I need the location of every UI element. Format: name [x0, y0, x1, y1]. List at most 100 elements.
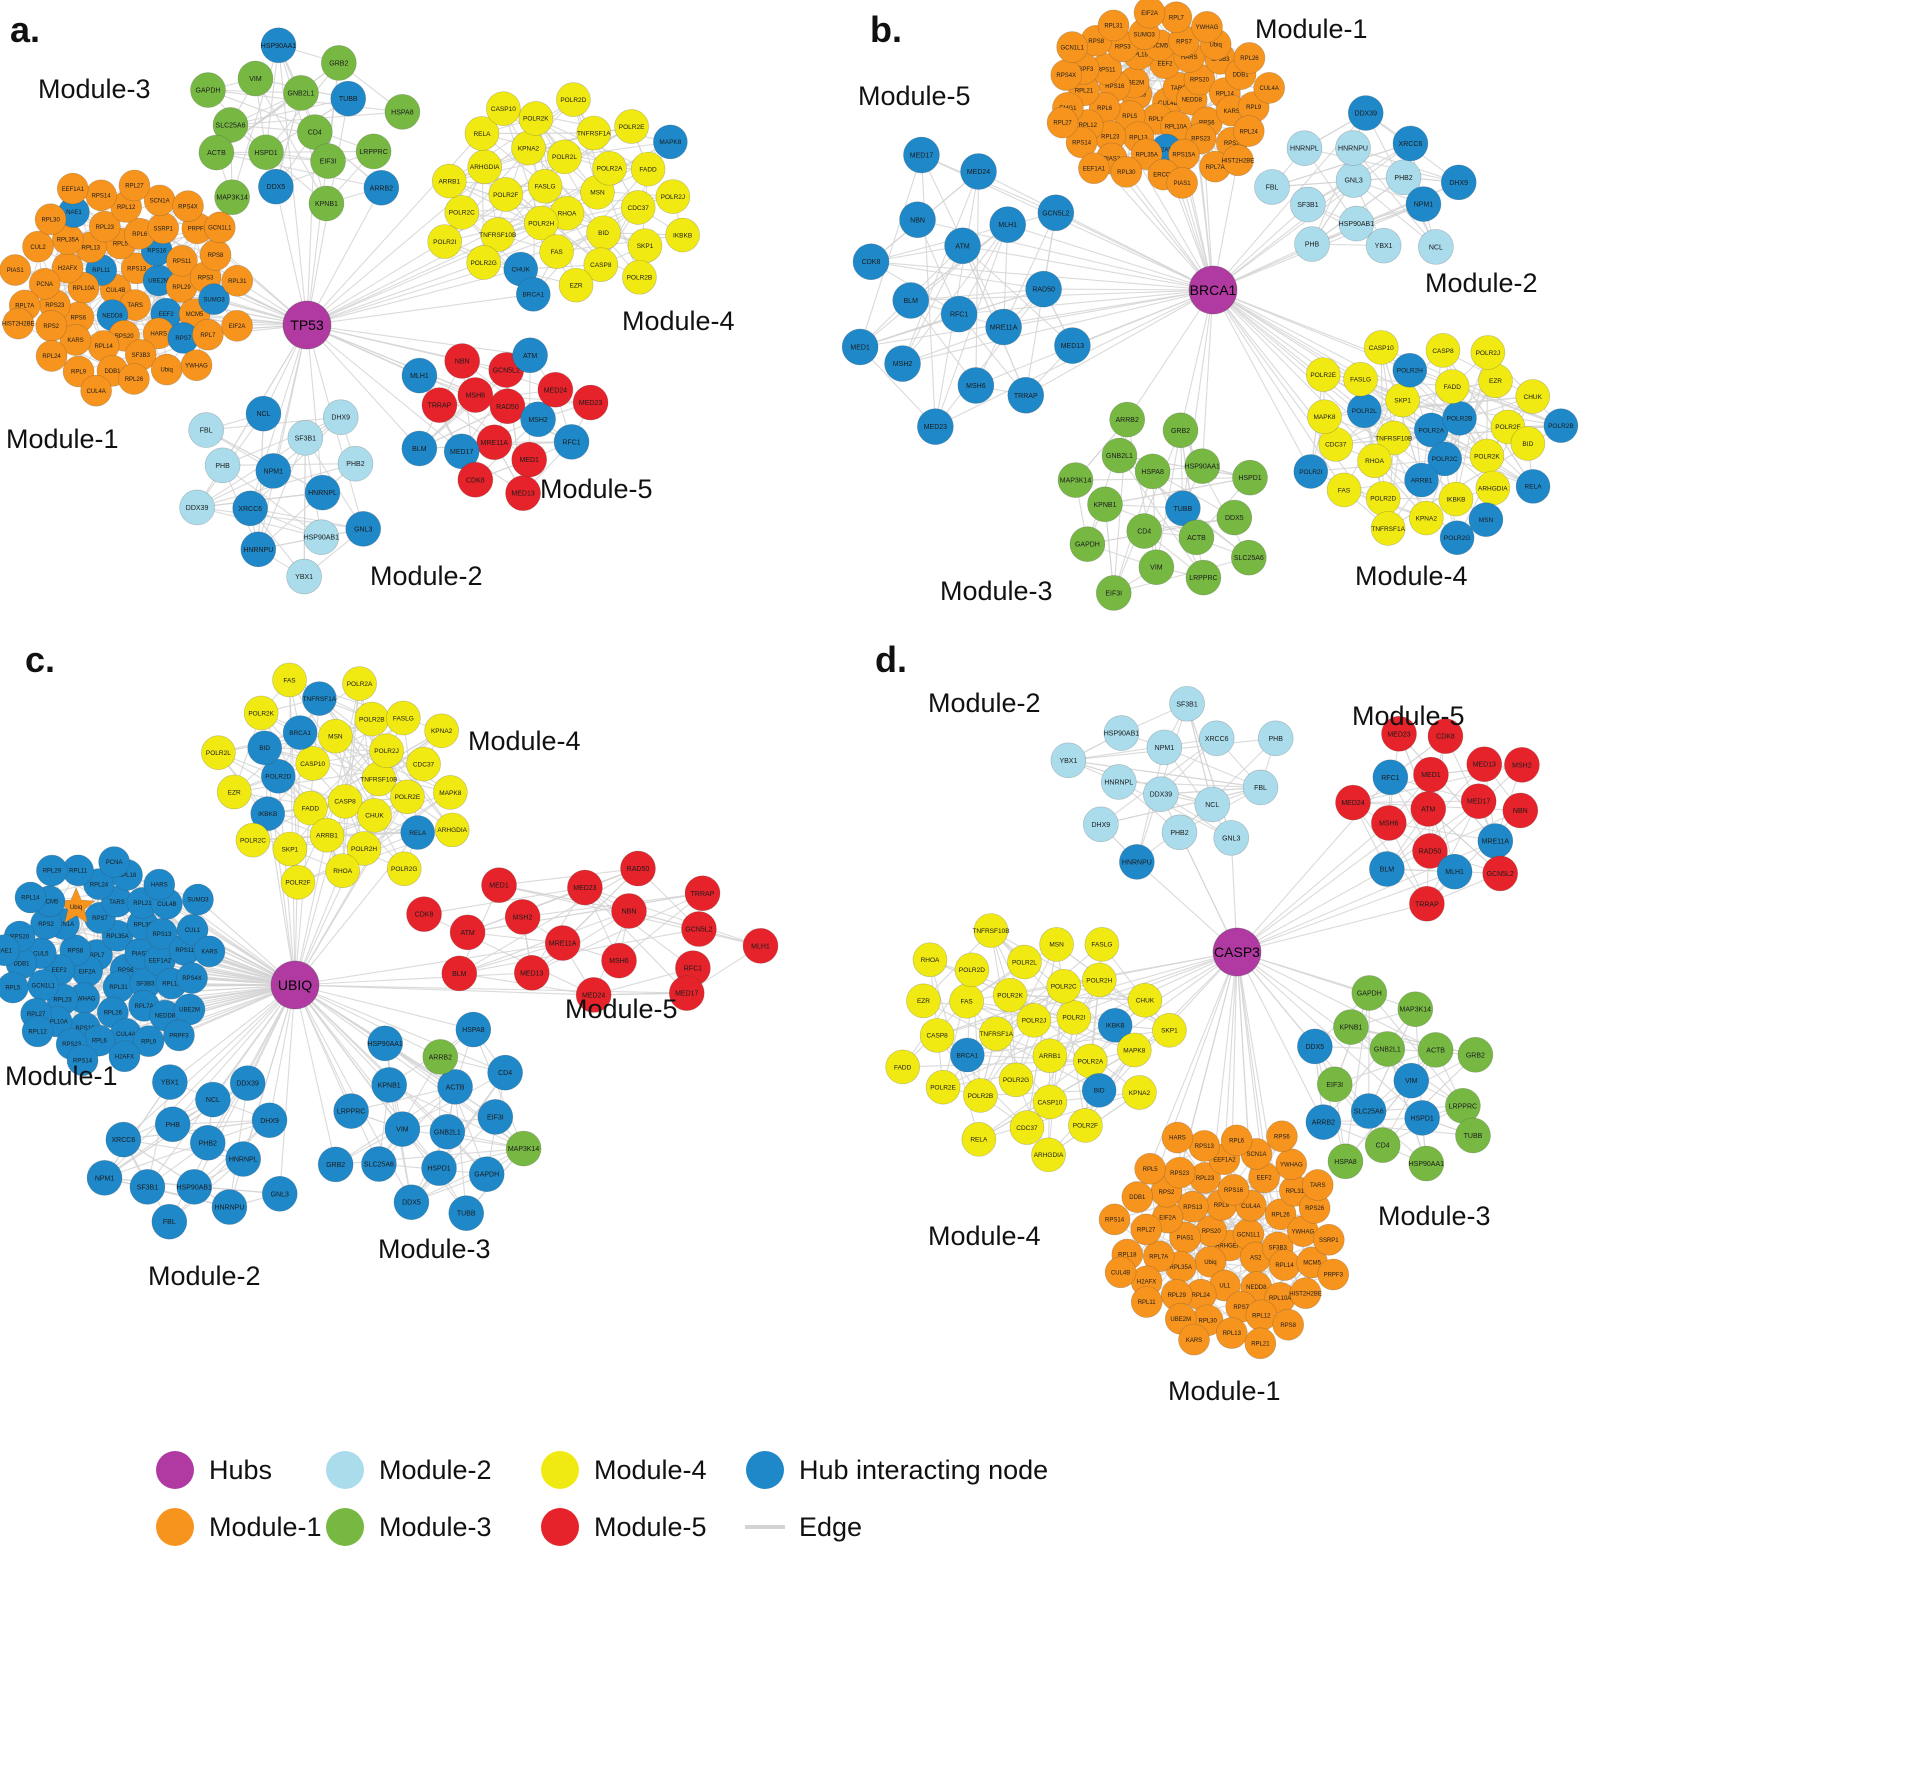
- node-MED24[interactable]: [575, 977, 612, 1013]
- node-VIM[interactable]: [1138, 549, 1175, 586]
- node-MSH6[interactable]: [601, 942, 637, 979]
- node-TUBB[interactable]: [1165, 490, 1201, 527]
- node-EEF1A1[interactable]: [56, 172, 89, 205]
- node-XRCC6[interactable]: [232, 490, 268, 527]
- node-NBN[interactable]: [1502, 792, 1539, 829]
- node-RFC1[interactable]: [940, 295, 978, 333]
- node-MED24[interactable]: [537, 371, 574, 408]
- node-HSP90AA1[interactable]: [367, 1025, 403, 1062]
- node-RELA[interactable]: [464, 116, 500, 151]
- node-EZR[interactable]: [558, 267, 594, 303]
- node-IKBKB[interactable]: [665, 217, 700, 253]
- node-GNB2L1[interactable]: [1101, 437, 1138, 474]
- node-SSRP1[interactable]: [1312, 1224, 1345, 1256]
- node-MSH2[interactable]: [504, 899, 541, 935]
- node-NBN[interactable]: [444, 343, 480, 379]
- node-TNFRSF1A[interactable]: [576, 115, 612, 151]
- node-MED13[interactable]: [505, 475, 541, 511]
- node-TARS[interactable]: [1301, 1169, 1334, 1201]
- node-HARS[interactable]: [143, 868, 176, 901]
- node-DDX39[interactable]: [179, 489, 215, 526]
- node-PRPF3[interactable]: [1317, 1258, 1350, 1291]
- node-RPS14[interactable]: [1098, 1203, 1131, 1236]
- node-HSP90AA1[interactable]: [1408, 1145, 1445, 1182]
- node-YBX1[interactable]: [152, 1064, 188, 1100]
- node-POLR2L[interactable]: [547, 139, 582, 175]
- node-MED17[interactable]: [903, 136, 940, 174]
- node-EIF3I[interactable]: [310, 143, 346, 179]
- node-GRB2[interactable]: [1162, 412, 1199, 449]
- node-POLR2H[interactable]: [523, 205, 559, 241]
- node-HIST2H2BE[interactable]: [1289, 1277, 1322, 1309]
- node-CDC37[interactable]: [406, 746, 441, 782]
- node-HSPA8[interactable]: [1134, 453, 1171, 490]
- node-KPNB1[interactable]: [1087, 486, 1123, 523]
- node-KPNB1[interactable]: [1333, 1009, 1369, 1045]
- node-GCN1L1[interactable]: [203, 211, 236, 244]
- node-SLC25A6[interactable]: [1350, 1093, 1387, 1129]
- node-DDB1[interactable]: [1121, 1181, 1154, 1213]
- node-EIF2A[interactable]: [1133, 0, 1166, 29]
- node-RPL26[interactable]: [1233, 42, 1266, 74]
- node-ATM[interactable]: [449, 914, 486, 951]
- node-NAE1[interactable]: [0, 934, 20, 966]
- node-MED23[interactable]: [567, 869, 603, 906]
- node-YWHAG[interactable]: [180, 349, 213, 382]
- node-POLR2K[interactable]: [243, 695, 279, 731]
- node-POLR2J[interactable]: [1016, 1003, 1052, 1038]
- node-CD4[interactable]: [1364, 1127, 1401, 1163]
- node-VIM[interactable]: [1393, 1062, 1430, 1099]
- node-MSH2[interactable]: [520, 401, 556, 438]
- node-GAPDH[interactable]: [1069, 526, 1106, 562]
- node-BLM[interactable]: [441, 955, 478, 992]
- node-DDX5[interactable]: [393, 1184, 430, 1220]
- node-MED24[interactable]: [1335, 784, 1371, 821]
- node-CHUK[interactable]: [357, 798, 392, 833]
- node-CASP10[interactable]: [486, 91, 521, 126]
- node-RPL24[interactable]: [35, 340, 68, 372]
- node-TRRAP[interactable]: [421, 387, 458, 423]
- node-HSP90AB1[interactable]: [1338, 205, 1375, 242]
- node-TUBB[interactable]: [448, 1195, 485, 1231]
- node-FADD[interactable]: [885, 1049, 920, 1085]
- node-FAS[interactable]: [272, 662, 307, 698]
- node-POLR2B[interactable]: [1543, 408, 1579, 443]
- node-SKP1[interactable]: [1152, 1013, 1187, 1048]
- node-MAPK8[interactable]: [653, 124, 688, 160]
- node-HSPA8[interactable]: [455, 1011, 492, 1048]
- node-FBL[interactable]: [1254, 169, 1290, 205]
- node-ARRB1[interactable]: [1032, 1038, 1068, 1074]
- node-DDX5[interactable]: [258, 168, 294, 205]
- node-HNRNPU[interactable]: [1335, 130, 1371, 166]
- node-XRCC6[interactable]: [105, 1121, 142, 1158]
- node-RPL5[interactable]: [1134, 1152, 1166, 1185]
- node-RPL21[interactable]: [1244, 1327, 1277, 1360]
- node-LRPPRC[interactable]: [1185, 559, 1222, 596]
- node-DHX9[interactable]: [1083, 806, 1119, 843]
- node-YBX1[interactable]: [1365, 227, 1402, 264]
- node-TRRAP[interactable]: [684, 875, 721, 912]
- node-BID[interactable]: [1510, 426, 1546, 461]
- node-POLR2C[interactable]: [1046, 968, 1082, 1004]
- node-RPL5[interactable]: [0, 971, 29, 1004]
- node-PHB2[interactable]: [189, 1124, 226, 1161]
- node-CASP8[interactable]: [1425, 333, 1461, 368]
- node-POLR2F[interactable]: [280, 865, 316, 900]
- node-FADD[interactable]: [630, 151, 666, 187]
- node-MED1[interactable]: [841, 328, 879, 366]
- node-FBL[interactable]: [1242, 769, 1279, 806]
- node-GCN1L1[interactable]: [1056, 31, 1088, 63]
- node-POLR2D[interactable]: [954, 952, 990, 988]
- node-RELA[interactable]: [400, 815, 435, 850]
- node-POLR2G[interactable]: [998, 1062, 1034, 1098]
- node-POLR2G[interactable]: [1439, 520, 1475, 555]
- node-XRCC6[interactable]: [1392, 125, 1429, 162]
- node-CUL1[interactable]: [176, 914, 209, 946]
- node-PHB[interactable]: [1257, 720, 1294, 757]
- node-CASP10[interactable]: [1032, 1084, 1068, 1120]
- node-GCN5L2[interactable]: [681, 911, 717, 947]
- node-POLR2B[interactable]: [622, 259, 657, 295]
- node-POLR2L[interactable]: [201, 735, 236, 770]
- node-RPL30[interactable]: [34, 203, 67, 236]
- node-MLH1[interactable]: [1436, 853, 1473, 890]
